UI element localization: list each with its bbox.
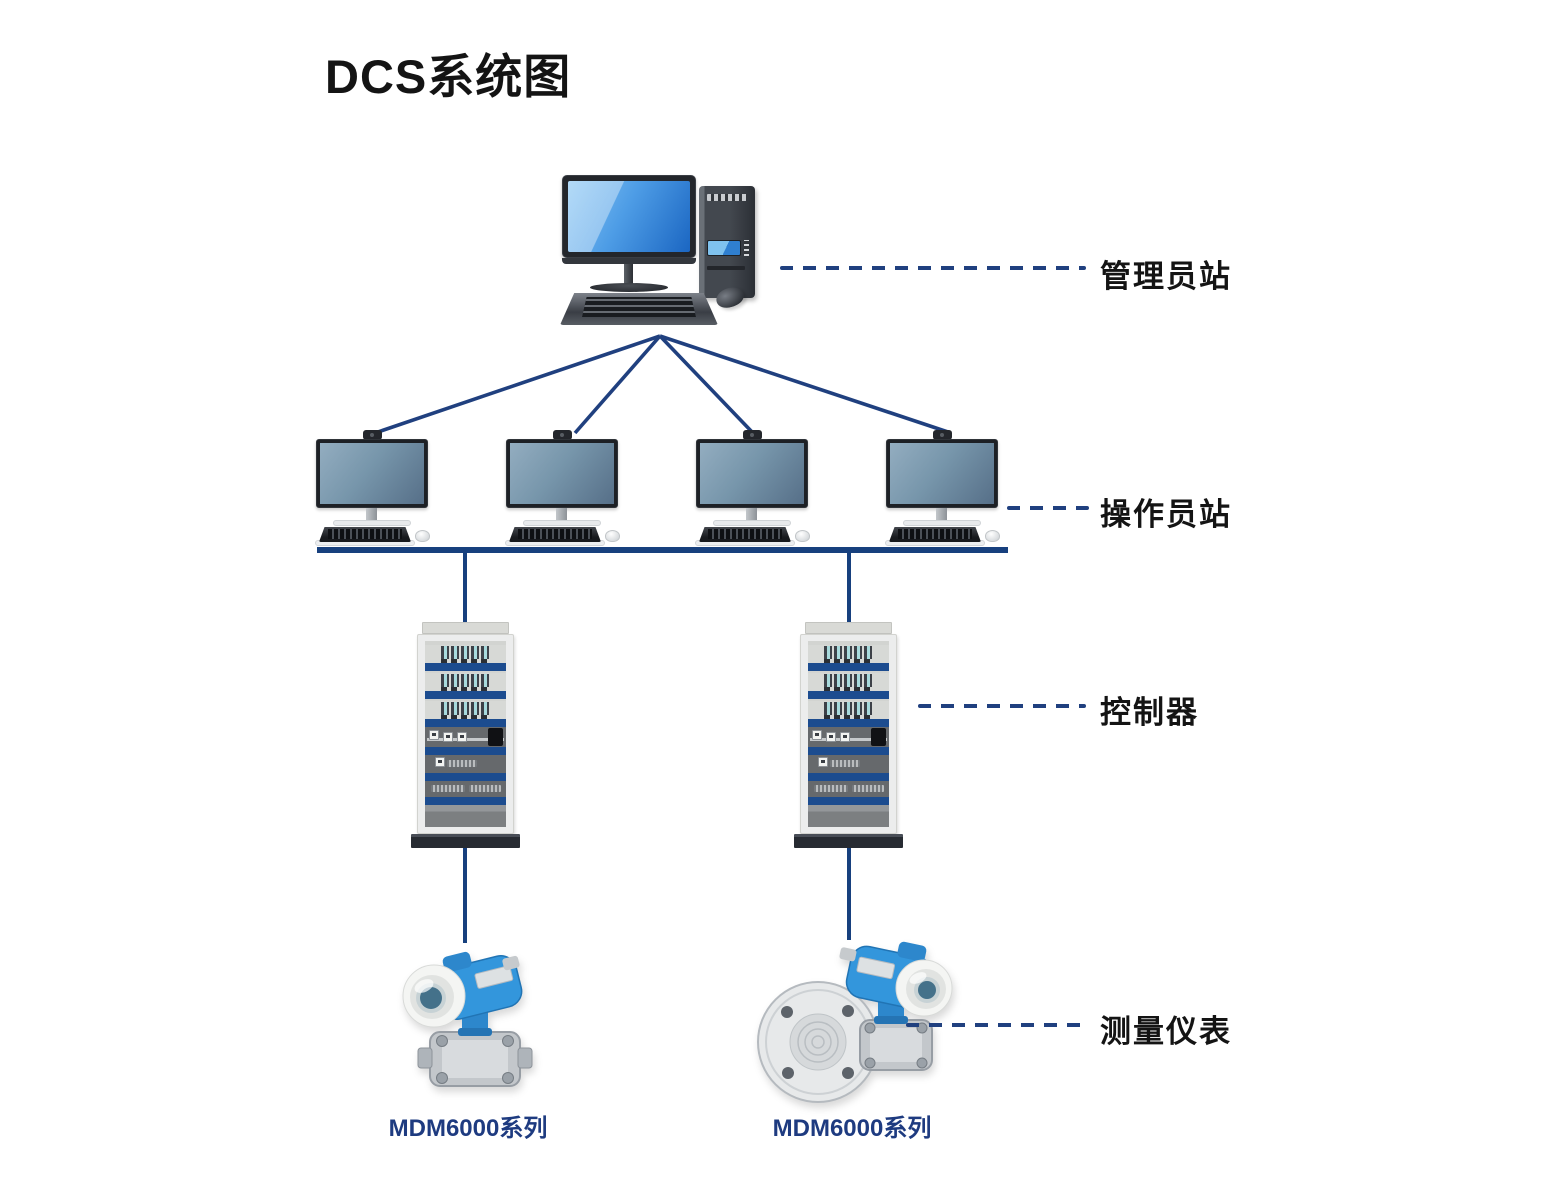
controller-to-instrument-line (847, 848, 851, 940)
operator-monitor-base (903, 520, 981, 526)
webcam (743, 430, 762, 440)
operator-monitor (316, 439, 428, 508)
flange-transmitter-graphic (757, 941, 953, 1103)
operator-monitor-base (713, 520, 791, 526)
webcam (363, 430, 382, 440)
admin-keyboard (560, 293, 718, 325)
operator-monitor-screen (510, 443, 614, 504)
operator-monitor (506, 439, 618, 508)
operator-monitor-stand (366, 508, 377, 521)
controller-to-instrument-line (463, 848, 467, 943)
controller-leader-line (918, 704, 1086, 708)
operator-station-graphic (687, 430, 817, 548)
rack-base (794, 834, 903, 848)
operator-monitor (886, 439, 998, 508)
instrument-caption: MDM6000系列 (388, 1115, 548, 1142)
bus-to-controller-line (463, 553, 467, 623)
admin-pc-tower (699, 186, 755, 298)
operator-monitor-base (333, 520, 411, 526)
admin-monitor-chin (562, 258, 696, 264)
operator-station-graphic (307, 430, 437, 548)
rack-modules (425, 641, 506, 827)
tower-display (707, 240, 741, 256)
admin-monitor-base (590, 283, 668, 292)
operator-leader-line (1007, 506, 1089, 510)
bus-to-controller-line (847, 553, 851, 623)
admin-station-label: 管理员站 (1100, 259, 1232, 294)
operator-station-label: 操作员站 (1100, 497, 1232, 532)
instrument-caption: MDM6000系列 (772, 1115, 932, 1142)
operator-station-graphic (877, 430, 1007, 548)
operator-keyboard (889, 527, 981, 542)
operator-keyboard (509, 527, 601, 542)
controller-rack-graphic (411, 622, 520, 848)
rack-lid (805, 622, 892, 634)
admin-monitor-stand (624, 264, 633, 286)
tower-vents (707, 194, 747, 201)
admin-monitor (562, 175, 696, 258)
rack-body (800, 634, 897, 834)
fan-connector-lines (371, 334, 952, 436)
webcam (933, 430, 952, 440)
admin-station-graphic (556, 170, 796, 338)
controller-rack-graphic (794, 622, 903, 848)
pressure-transmitter-graphic (402, 951, 533, 1087)
webcam (553, 430, 572, 440)
operator-mouse (605, 530, 620, 542)
rack-modules (808, 641, 889, 827)
instrument-label: 测量仪表 (1100, 1014, 1232, 1049)
operator-keyboard (319, 527, 411, 542)
operator-station-graphic (497, 430, 627, 548)
controller-label: 控制器 (1100, 695, 1199, 730)
operator-monitor-screen (320, 443, 424, 504)
tower-drive-slot (707, 266, 745, 270)
operator-monitor-screen (890, 443, 994, 504)
operator-keyboard (699, 527, 791, 542)
admin-leader-line (780, 266, 1086, 270)
admin-monitor-screen (568, 181, 690, 252)
operator-monitor-screen (700, 443, 804, 504)
rack-base (411, 834, 520, 848)
tower-buttons (744, 240, 749, 256)
operator-monitor-base (523, 520, 601, 526)
instrument-leader-line (906, 1023, 1086, 1027)
network-bus (317, 547, 1008, 553)
rack-body (417, 634, 514, 834)
operator-monitor (696, 439, 808, 508)
operator-mouse (795, 530, 810, 542)
page-title: DCS系统图 (325, 50, 572, 103)
operator-monitor-stand (556, 508, 567, 521)
rack-lid (422, 622, 509, 634)
operator-monitor-stand (936, 508, 947, 521)
operator-mouse (985, 530, 1000, 542)
operator-mouse (415, 530, 430, 542)
operator-monitor-stand (746, 508, 757, 521)
admin-keyboard-keys (582, 297, 696, 317)
